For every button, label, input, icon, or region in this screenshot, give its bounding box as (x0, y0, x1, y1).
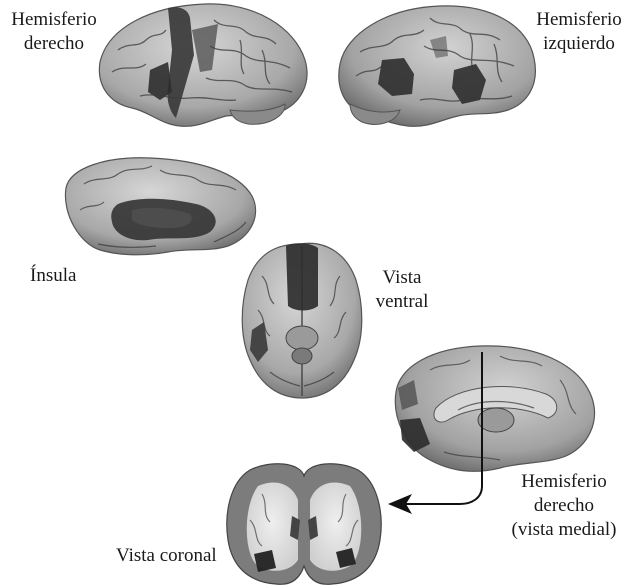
right-hemisphere-label: Hemisferio derecho (6, 8, 102, 56)
coronal-view (227, 464, 381, 585)
ventral-view-label-line1: Vista (364, 266, 440, 290)
right-hemisphere-label-line1: Hemisferio (6, 8, 102, 32)
insula-label: Ínsula (30, 264, 76, 288)
ventral-view (242, 243, 362, 398)
ventral-view-label-line2: ventral (364, 290, 440, 314)
medial-view-label: Hemisferio derecho (vista medial) (500, 470, 628, 542)
right-hemisphere-label-line2: derecho (6, 32, 102, 56)
left-hemisphere-label-line2: izquierdo (530, 32, 628, 56)
ventral-view-label: Vista ventral (364, 266, 440, 314)
coronal-view-label: Vista coronal (116, 544, 217, 568)
medial-view (395, 346, 594, 471)
insula-view (65, 158, 255, 255)
left-hemisphere-lateral (339, 6, 536, 126)
medial-view-label-line1: Hemisferio (500, 470, 628, 494)
right-hemisphere-lateral (99, 4, 307, 126)
left-hemisphere-label-line1: Hemisferio (530, 8, 628, 32)
left-hemisphere-label: Hemisferio izquierdo (530, 8, 628, 56)
medial-view-label-line3: (vista medial) (500, 518, 628, 542)
medial-view-label-line2: derecho (500, 494, 628, 518)
